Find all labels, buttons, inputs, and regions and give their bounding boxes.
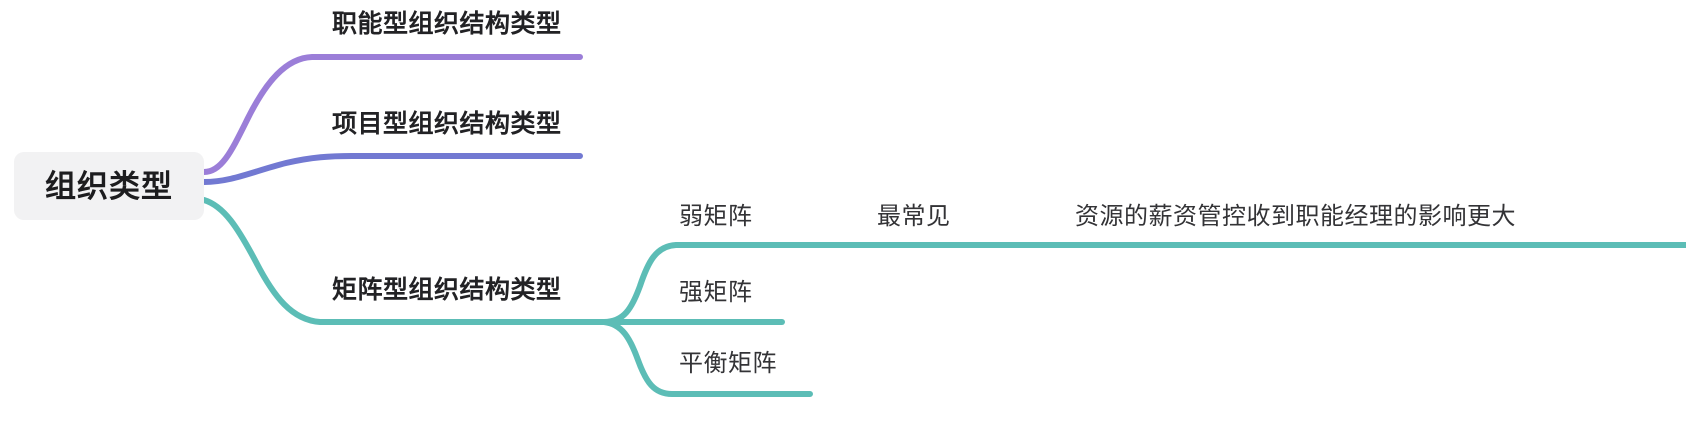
root-node[interactable]: 组织类型 bbox=[14, 152, 204, 220]
node-project-org-structure[interactable]: 项目型组织结构类型 bbox=[332, 110, 562, 138]
connector-root-to-matrix bbox=[201, 197, 607, 325]
node-most-common[interactable]: 最常见 bbox=[877, 203, 951, 230]
connector-matrix-to-balanced bbox=[601, 319, 813, 397]
connector-root-to-project bbox=[201, 153, 583, 185]
node-functional-org-structure[interactable]: 职能型组织结构类型 bbox=[332, 10, 562, 38]
node-strong-matrix[interactable]: 强矩阵 bbox=[679, 279, 753, 306]
node-matrix-org-structure[interactable]: 矩阵型组织结构类型 bbox=[332, 276, 562, 304]
node-salary-control-detail[interactable]: 资源的薪资管控收到职能经理的影响更大 bbox=[1075, 203, 1516, 230]
node-balanced-matrix[interactable]: 平衡矩阵 bbox=[679, 350, 777, 377]
connector-root-to-functional bbox=[201, 54, 583, 175]
connector-matrix-to-weak bbox=[601, 242, 1686, 325]
root-node-label: 组织类型 bbox=[45, 168, 173, 204]
node-weak-matrix[interactable]: 弱矩阵 bbox=[679, 203, 753, 230]
